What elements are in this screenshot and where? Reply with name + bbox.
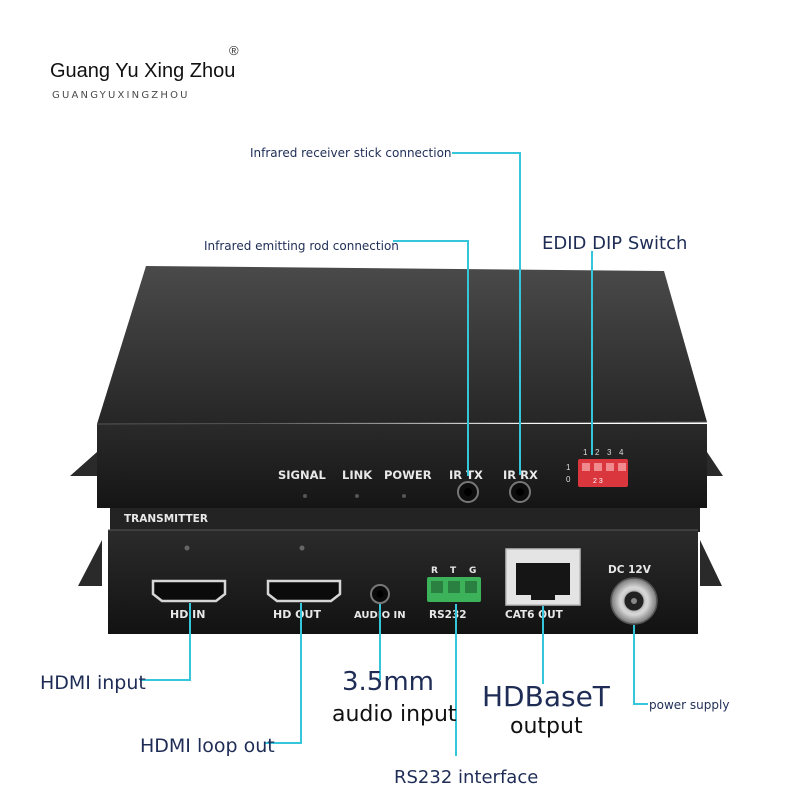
hdbaset-callout: HDBaseT xyxy=(482,680,610,713)
power-label: POWER xyxy=(384,468,432,482)
ir-receiver-callout: Infrared receiver stick connection xyxy=(250,146,452,160)
ir-receiver-callout-line xyxy=(452,152,521,475)
hdmi-in-port xyxy=(151,579,227,603)
dip-number-4: 4 xyxy=(619,448,624,457)
mounting-ear-left-lower xyxy=(78,540,102,586)
device-top-surface xyxy=(97,266,707,424)
dip-number-3: 3 xyxy=(607,448,612,457)
audio-input-callout: audio input xyxy=(332,702,457,727)
mounting-ear-left xyxy=(70,452,97,476)
link-label: LINK xyxy=(342,468,373,482)
brand-title: Guang Yu Xing Zhou xyxy=(50,60,236,82)
link-led xyxy=(355,494,359,498)
callout-lines xyxy=(140,152,648,756)
dip-values: 2 3 xyxy=(593,478,603,485)
model-label: TRANSMITTER xyxy=(124,513,208,525)
power-led xyxy=(402,494,406,498)
hdmi-input-callout: HDMI input xyxy=(40,672,146,694)
hdmi-loop-out-callout: HDMI loop out xyxy=(140,735,275,757)
rs232-callout: RS232 interface xyxy=(394,767,539,788)
edid-dip-switch xyxy=(578,459,628,487)
registered-mark: ® xyxy=(229,43,239,58)
mounting-ear-right-lower xyxy=(700,540,722,586)
audio-size-callout: 3.5mm xyxy=(342,667,435,697)
hd-in-label: HD IN xyxy=(170,608,205,621)
signal-label: SIGNAL xyxy=(278,468,327,482)
cat6-out-label: CAT6 OUT xyxy=(505,609,564,621)
dip-off-label: 0 xyxy=(566,475,571,484)
ir-emitter-callout-line xyxy=(393,240,469,476)
edid-switch-callout: EDID DIP Switch xyxy=(542,233,688,254)
power-callout-line xyxy=(633,625,648,705)
dc-label: DC 12V xyxy=(608,564,652,576)
hdmi-out-port xyxy=(266,579,342,603)
ir-emitter-callout: Infrared emitting rod connection xyxy=(204,239,399,253)
rs232-pin-g: G xyxy=(469,566,476,576)
rs232-pin-r: R xyxy=(431,566,438,576)
rs232-label: RS232 xyxy=(429,609,467,621)
dip-on-label: 1 xyxy=(566,463,571,472)
rs232-pin-t: T xyxy=(450,566,457,576)
hd-out-label: HD OUT xyxy=(273,608,321,621)
dip-number-2: 2 xyxy=(595,448,600,457)
signal-led xyxy=(303,494,307,498)
power-supply-callout: power supply xyxy=(649,698,730,712)
dip-number-1: 1 xyxy=(583,448,588,457)
hdmi-loop-callout-line xyxy=(265,603,302,744)
ir-tx-label: IR TX xyxy=(449,468,483,482)
device-middle-strip xyxy=(110,508,700,532)
mounting-ear-right xyxy=(707,452,723,476)
hdmi-input-callout-line xyxy=(140,603,191,681)
brand-subtitle: GUANGYUXINGZHOU xyxy=(52,90,190,101)
hdbaset-output-callout: output xyxy=(510,714,583,739)
